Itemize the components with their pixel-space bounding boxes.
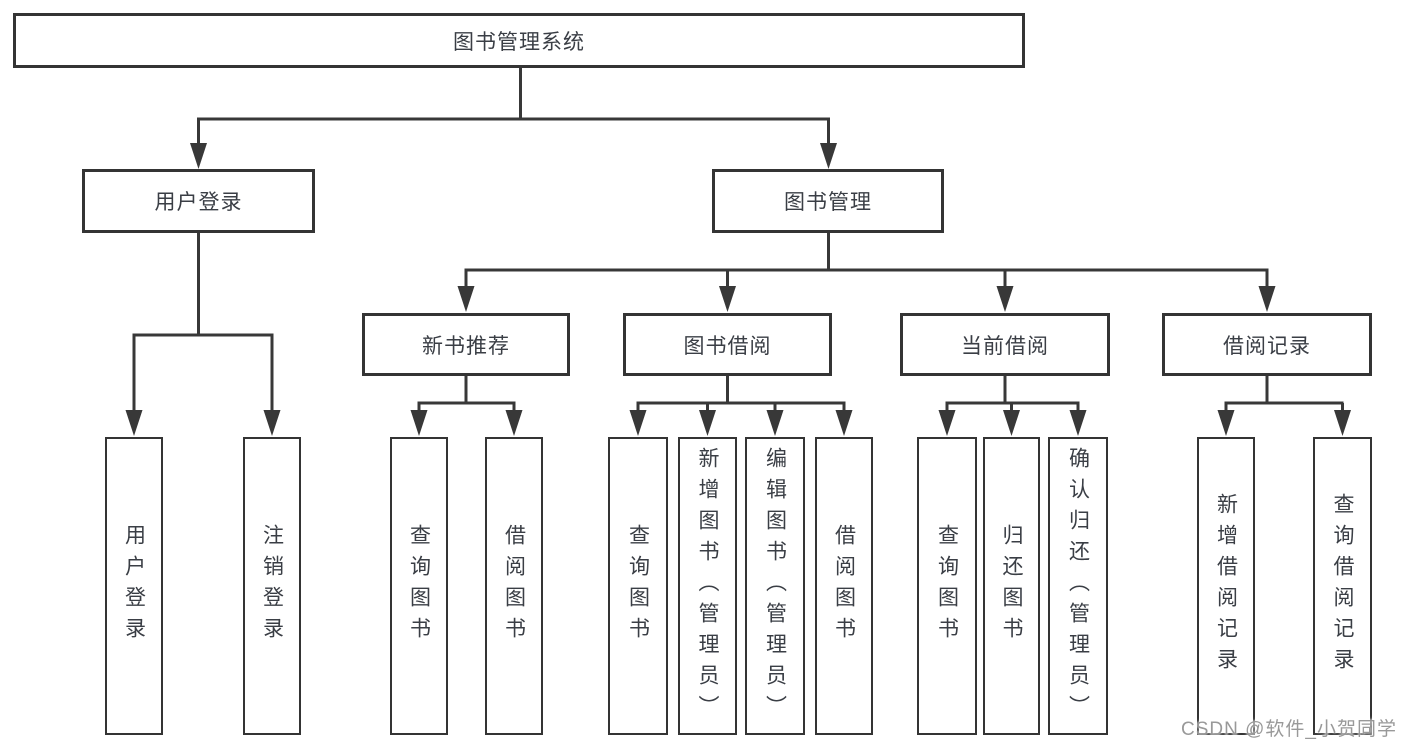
node-label: 图书借阅 bbox=[683, 334, 772, 358]
connector-lines bbox=[132, 68, 1344, 412]
leaf-label: 确认归还（管理员） bbox=[1066, 446, 1090, 726]
node-label: 借阅记录 bbox=[1223, 334, 1311, 358]
leaf-label: 新增借阅记录 bbox=[1214, 493, 1238, 679]
leaf-borrow-books-recommend: 借阅图书 bbox=[485, 437, 543, 735]
leaf-borrow-books: 借阅图书 bbox=[815, 437, 873, 735]
leaf-return-books: 归还图书 bbox=[983, 437, 1040, 735]
leaf-label: 查询图书 bbox=[935, 524, 959, 648]
node-current-borrowing: 当前借阅 bbox=[900, 313, 1110, 376]
leaf-query-borrow-record: 查询借阅记录 bbox=[1313, 437, 1372, 735]
node-label: 图书管理 bbox=[784, 191, 872, 214]
leaf-edit-books-admin: 编辑图书（管理员） bbox=[745, 437, 805, 735]
leaf-label: 借阅图书 bbox=[502, 524, 526, 648]
csdn-watermark: CSDN @软件_小贺同学 bbox=[1181, 719, 1397, 740]
leaf-label: 用户登录 bbox=[122, 524, 146, 648]
leaf-query-books-recommend: 查询图书 bbox=[390, 437, 448, 735]
leaf-user-login: 用户登录 bbox=[105, 437, 163, 735]
leaf-label: 查询借阅记录 bbox=[1331, 493, 1354, 679]
node-borrow-records: 借阅记录 bbox=[1162, 313, 1372, 376]
node-label: 新书推荐 bbox=[422, 334, 510, 358]
leaf-add-borrow-record: 新增借阅记录 bbox=[1197, 437, 1255, 735]
leaf-label: 归还图书 bbox=[1000, 524, 1023, 648]
leaf-query-books-borrowing: 查询图书 bbox=[608, 437, 668, 735]
node-label: 图书管理系统 bbox=[453, 30, 585, 54]
leaf-logout-login: 注销登录 bbox=[243, 437, 301, 735]
node-user-login: 用户登录 bbox=[82, 169, 315, 233]
node-book-borrowing: 图书借阅 bbox=[623, 313, 832, 376]
leaf-label: 查询图书 bbox=[626, 524, 650, 648]
node-new-book-recommend: 新书推荐 bbox=[362, 313, 570, 376]
arrowheads bbox=[125, 143, 1351, 436]
leaf-query-books-current: 查询图书 bbox=[917, 437, 977, 735]
leaf-label: 编辑图书（管理员） bbox=[763, 446, 787, 726]
leaf-label: 注销登录 bbox=[260, 524, 284, 648]
node-label: 当前借阅 bbox=[961, 334, 1049, 358]
node-label: 用户登录 bbox=[154, 191, 243, 214]
node-book-management: 图书管理 bbox=[712, 169, 944, 233]
leaf-label: 查询图书 bbox=[407, 524, 431, 648]
leaf-label: 借阅图书 bbox=[832, 524, 856, 648]
leaf-add-books-admin: 新增图书（管理员） bbox=[678, 437, 737, 735]
leaf-label: 新增图书（管理员） bbox=[696, 446, 719, 726]
node-library-management-system: 图书管理系统 bbox=[13, 13, 1025, 68]
leaf-confirm-return-admin: 确认归还（管理员） bbox=[1048, 437, 1108, 735]
